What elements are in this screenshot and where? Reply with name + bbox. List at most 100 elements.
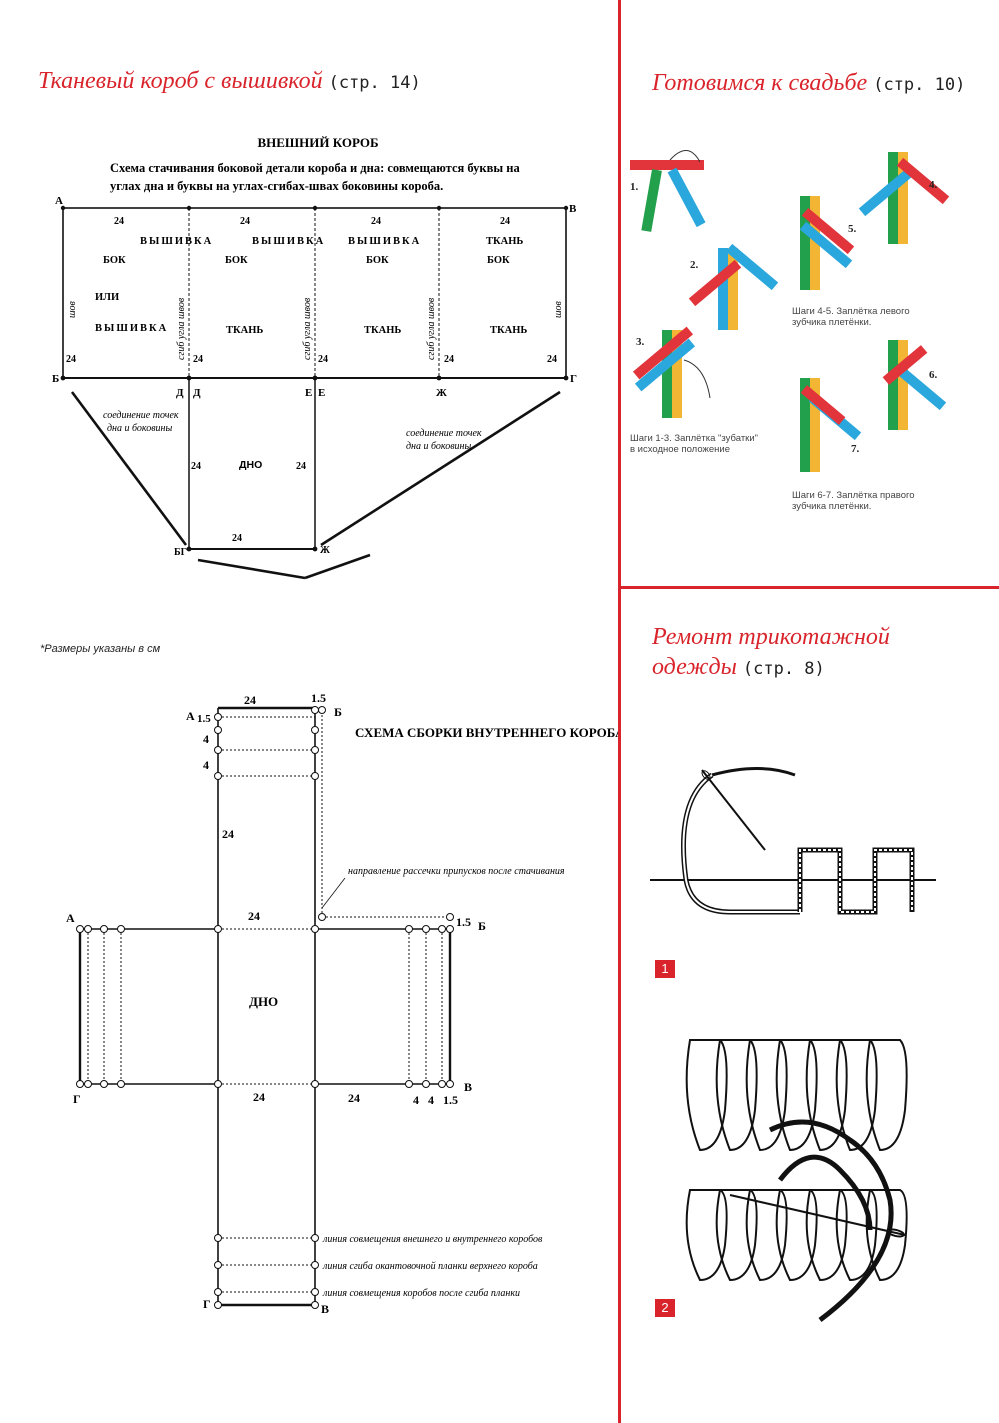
fold-label-2: сгиб угла швов xyxy=(302,297,313,360)
dim-bottom-r: 24 xyxy=(296,461,306,472)
line-note-2: линия сгиба окантовочной планки верхнего… xyxy=(322,1261,538,1272)
panel3-embroidery: ВЫШИВКА xyxy=(348,236,421,247)
joint-note-left-2: дна и боковины xyxy=(107,423,173,434)
braid-step-7 xyxy=(800,378,862,472)
seam-right: шов xyxy=(553,300,564,318)
dim-side-3: 24 xyxy=(318,354,328,365)
caption-steps-6-7: Шаги 6-7. Заплётка правого зубчика плетё… xyxy=(792,490,915,512)
label-Zh-bottom: Ж xyxy=(320,545,330,556)
heading-wedding-text: Готовимся к свадьбе xyxy=(652,70,868,96)
inner-dim-4b: 4 xyxy=(203,758,209,772)
inner-dim-bottom-24a: 24 xyxy=(253,1090,265,1104)
inner-dim-right-15: 1.5 xyxy=(456,915,471,929)
caption-steps-1-3: Шаги 1-3. Заплётка "зубатки" в исходное … xyxy=(630,433,759,455)
inner-dim-side-24: 24 xyxy=(222,827,234,841)
joint-note-right-1: соединение точек xyxy=(406,428,482,439)
label-G: Г xyxy=(570,373,577,385)
line-note-1: линия совмещения внешнего и внутреннего … xyxy=(322,1234,543,1245)
inner-dim-top-15: 1.5 xyxy=(311,691,326,705)
cut-note-pointer xyxy=(321,877,346,909)
braid-step-3 xyxy=(632,326,711,418)
dim-top-1: 24 xyxy=(114,216,124,227)
heading-wedding: Готовимся к свадьбе (стр. 10) xyxy=(652,68,965,100)
bottom-square xyxy=(188,378,316,550)
page-ref-8: (стр. 8) xyxy=(742,659,825,679)
label-V: В xyxy=(569,203,577,215)
dim-top-3: 24 xyxy=(371,216,381,227)
label-E2: Е xyxy=(318,387,325,399)
heading-fabric-box: Тканевый короб с вышивкой (стр. 14) xyxy=(38,66,421,98)
dim-top-4: 24 xyxy=(500,216,510,227)
dim-side-4: 24 xyxy=(444,354,454,365)
fold-lines xyxy=(188,208,440,378)
fold-label-3: сгиб угла швов xyxy=(426,297,437,360)
stitch-figure-1 xyxy=(650,767,936,915)
panel4-side: БОК xyxy=(487,255,510,266)
step-2-num: 2. xyxy=(690,259,699,271)
heading-fabric-box-text: Тканевый короб с вышивкой xyxy=(38,68,323,94)
inner-dim-top-24: 24 xyxy=(244,693,256,707)
outer-box-diagram: ВНЕШНИЙ КОРОБ Схема стачивания боковой д… xyxy=(52,135,577,580)
vertical-divider xyxy=(618,0,621,1423)
step-3-num: 3. xyxy=(636,336,645,348)
caption-steps-4-5: Шаги 4-5. Заплётка левого зубчика плетён… xyxy=(792,306,910,328)
inner-bottom-label: ДНО xyxy=(249,994,278,1009)
panel2-side: БОК xyxy=(225,255,248,266)
inner-cross-outline xyxy=(78,706,452,1307)
inner-label-V-right: В xyxy=(464,1080,472,1094)
label-A: А xyxy=(55,195,63,207)
bottom-label: ДНО xyxy=(239,459,262,471)
inner-dim-15b: 1.5 xyxy=(443,1093,458,1107)
sizes-note: *Размеры указаны в см xyxy=(40,643,161,655)
inner-label-A-left: А xyxy=(66,911,75,925)
heading-knitwear-line1: Ремонт трикотажной xyxy=(652,624,890,650)
seam-left: шов xyxy=(67,300,78,318)
panel4-fabric: ТКАНЬ xyxy=(486,236,523,247)
panel2-fabric: ТКАНЬ xyxy=(226,325,263,336)
braiding-diagram: 1. 2. 3. 4. 5. 6. 7. xyxy=(630,150,950,472)
inner-label-B-right: Б xyxy=(478,919,486,933)
inner-dim-bottom-24b: 24 xyxy=(348,1091,360,1105)
label-D1: Д xyxy=(176,387,184,399)
inner-dim-left-15: 1.5 xyxy=(197,713,211,725)
inner-label-G-left: Г xyxy=(73,1092,81,1106)
dim-bottom-l: 24 xyxy=(191,461,201,472)
outer-box-desc1: Схема стачивания боковой детали короба и… xyxy=(110,161,520,175)
panel2-embroidery: ВЫШИВКА xyxy=(252,236,325,247)
braid-step-6 xyxy=(882,340,947,430)
outer-box-title: ВНЕШНИЙ КОРОБ xyxy=(257,135,378,150)
braid-step-1 xyxy=(630,150,706,232)
line-note-3: линия совмещения коробов после сгиба пла… xyxy=(322,1288,520,1299)
dim-top-2: 24 xyxy=(240,216,250,227)
dim-bottom-b: 24 xyxy=(232,533,242,544)
panel1-embroidery-2: ВЫШИВКА xyxy=(95,323,168,334)
horizontal-divider xyxy=(618,586,999,589)
dim-side-1: 24 xyxy=(66,354,76,365)
inner-circles xyxy=(76,706,454,1309)
dim-side-5: 24 xyxy=(547,354,557,365)
step-1-num: 1. xyxy=(630,181,639,193)
connection-lines xyxy=(70,390,561,580)
inner-box-title: СХЕМА СБОРКИ ВНУТРЕННЕГО КОРОБА: xyxy=(355,725,618,740)
joint-note-right-2: дна и боковины xyxy=(406,441,472,452)
panel1-or: ИЛИ xyxy=(95,292,119,303)
inner-dim-4c: 4 xyxy=(413,1093,419,1107)
panel3-fabric: ТКАНЬ xyxy=(364,325,401,336)
page-ref-10: (стр. 10) xyxy=(873,75,966,95)
step-5-num: 5. xyxy=(848,223,857,235)
outer-box-desc2: углах дна и буквы на углах-сгибах-швах б… xyxy=(110,179,443,193)
panel3-side: БОК xyxy=(366,255,389,266)
step-4-num: 4. xyxy=(929,179,938,191)
heading-knitwear-repair: Ремонт трикотажной одежды (стр. 8) xyxy=(652,622,890,684)
heading-knitwear-line2: одежды xyxy=(652,654,737,680)
cut-direction-note: направление рассечки припусков после ста… xyxy=(348,866,565,877)
braid-step-4 xyxy=(858,152,950,244)
step-6-num: 6. xyxy=(929,369,938,381)
label-E1: Е xyxy=(305,387,312,399)
label-Zh: Ж xyxy=(436,387,447,399)
inner-label-B-top: Б xyxy=(334,705,342,719)
fold-dots xyxy=(60,205,569,381)
dim-side-2: 24 xyxy=(193,354,203,365)
panel4-fabric-2: ТКАНЬ xyxy=(490,325,527,336)
fold-label-1: сгиб угла швов xyxy=(176,297,187,360)
